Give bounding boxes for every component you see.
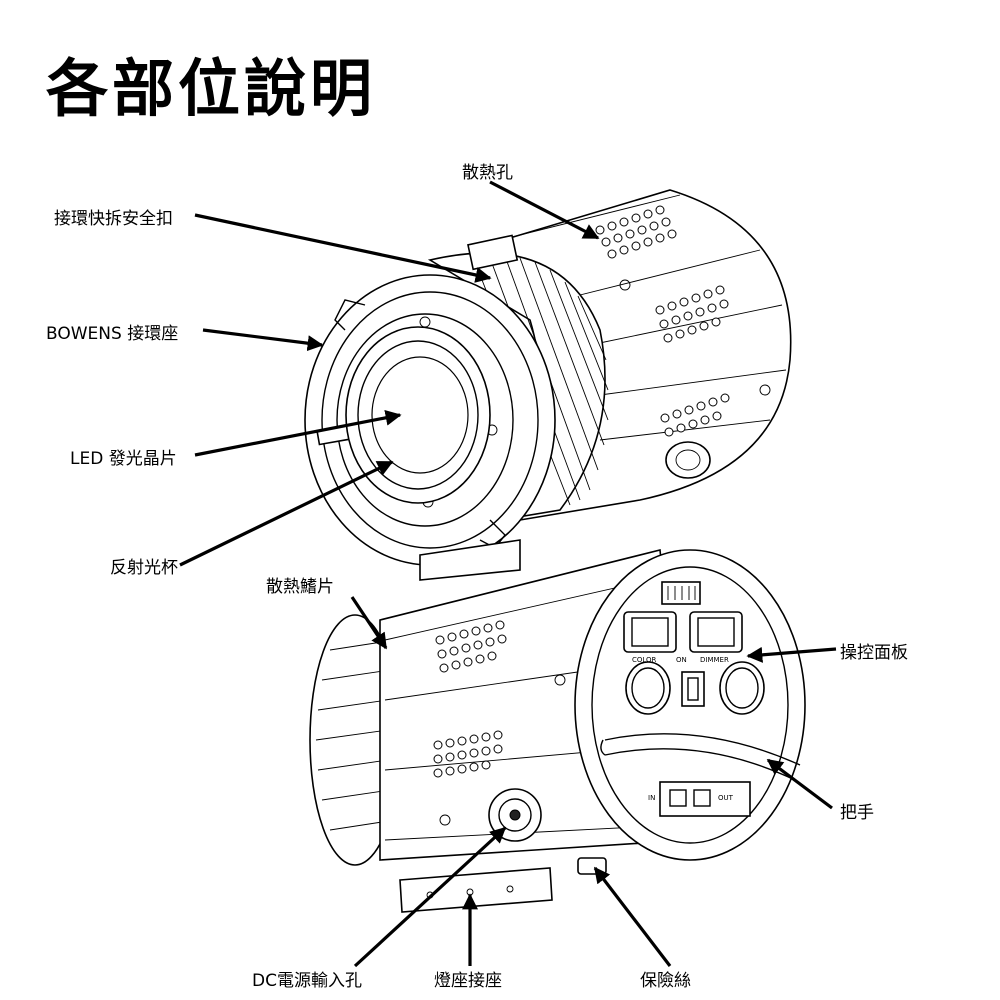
- arrow-handle: [766, 758, 833, 810]
- color-knob: [625, 661, 671, 715]
- label-mount-lock: 接環快拆安全扣: [54, 209, 173, 229]
- label-bowens-mount: BOWENS 接環座: [46, 324, 179, 344]
- arrow-fuse: [593, 866, 672, 967]
- callout-arrows: [179, 180, 837, 968]
- label-led-chip: LED 發光晶片: [70, 449, 177, 469]
- arrow-reflector: [179, 460, 394, 567]
- page-title: 各部位說明: [46, 52, 377, 125]
- control-panel: COLOR ON DIMMER: [623, 611, 765, 715]
- label-fuse: 保險絲: [640, 971, 691, 991]
- in-text: IN: [648, 794, 655, 802]
- arrow-vent-holes: [489, 180, 600, 240]
- label-heat-fins: 散熱鰭片: [266, 577, 334, 597]
- dimmer-knob: [719, 661, 765, 715]
- label-handle: 把手: [840, 803, 874, 823]
- vent-holes-rear: [433, 620, 507, 778]
- dimmer-text: DIMMER: [700, 656, 729, 664]
- arrow-bowens-mount: [202, 328, 324, 352]
- arrow-led-chip: [194, 409, 402, 457]
- vent-holes-side: [655, 285, 730, 437]
- rear-light-unit: COLOR ON DIMMER IN OUT: [309, 549, 806, 913]
- label-vent-holes: 散熱孔: [462, 163, 513, 183]
- vent-holes-top: [595, 205, 677, 259]
- label-reflector: 反射光杯: [110, 558, 178, 578]
- label-dc-input: DC電源輸入孔: [252, 971, 362, 991]
- label-lamp-mount: 燈座接座: [434, 971, 502, 991]
- arrow-control-panel: [746, 646, 837, 663]
- out-text: OUT: [718, 794, 734, 802]
- arrow-heat-fins: [350, 596, 388, 650]
- arrow-dc-input: [353, 826, 507, 968]
- color-text: COLOR: [632, 656, 657, 664]
- dc-input-port: [488, 788, 542, 842]
- fuse-holder: [577, 857, 607, 875]
- arrow-mount-lock: [194, 213, 492, 283]
- on-text: ON: [676, 656, 687, 664]
- label-control-panel: 操控面板: [840, 643, 908, 663]
- dmx-ports: IN OUT: [648, 781, 751, 817]
- front-light-unit: [304, 189, 792, 581]
- led-chip: [371, 356, 469, 474]
